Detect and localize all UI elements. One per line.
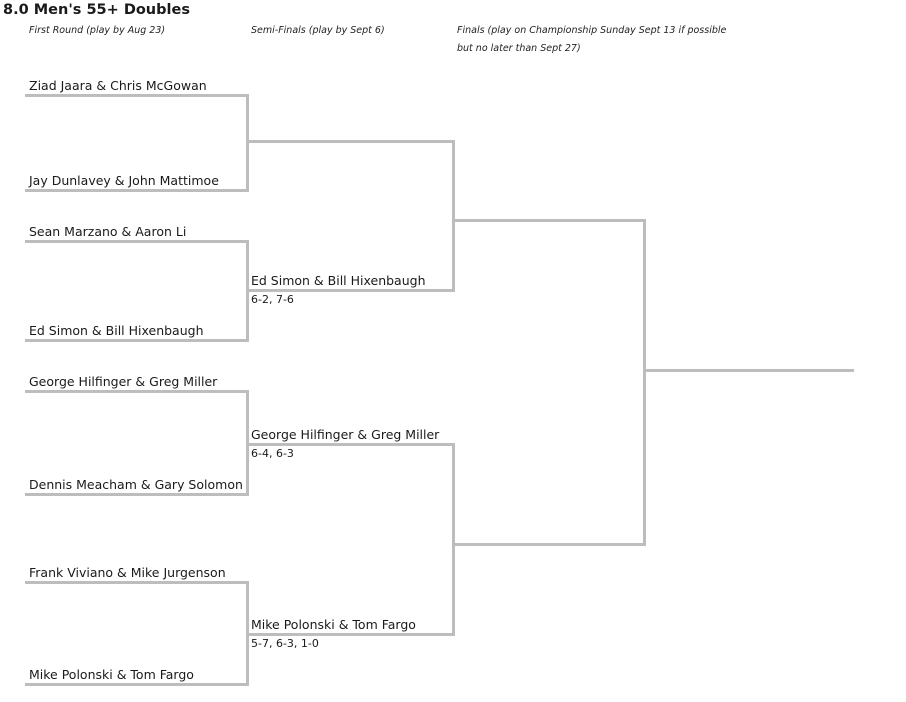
finals-header-line1: Finals (play on Championship Sunday Sept… [457, 25, 727, 36]
semi-slot-1 [246, 140, 455, 143]
connector-match-1 [246, 94, 249, 192]
semi-score-2: 6-2, 7-6 [251, 293, 294, 306]
first-round-team-4: Ed Simon & Bill Hixenbaugh [29, 323, 204, 338]
first-round-header: First Round (play by Aug 23) [29, 25, 166, 36]
first-round-team-1: Ziad Jaara & Chris McGowan [29, 78, 207, 93]
first-round-team-8: Mike Polonski & Tom Fargo [29, 667, 194, 682]
first-round-slot-3 [25, 240, 249, 243]
semi-score-3: 6-4, 6-3 [251, 447, 294, 460]
first-round-team-3: Sean Marzano & Aaron Li [29, 224, 187, 239]
semi-finals-header: Semi-Finals (play by Sept 6) [251, 25, 385, 36]
final-slot-2 [452, 543, 646, 546]
connector-semi-1 [452, 140, 455, 292]
semi-team-2: Ed Simon & Bill Hixenbaugh [251, 273, 426, 288]
first-round-team-7: Frank Viviano & Mike Jurgenson [29, 565, 226, 580]
first-round-slot-7 [25, 581, 249, 584]
semi-team-4: Mike Polonski & Tom Fargo [251, 617, 416, 632]
semi-team-3: George Hilfinger & Greg Miller [251, 427, 440, 442]
first-round-slot-5 [25, 390, 249, 393]
finals-header-line2: but no later than Sept 27) [457, 43, 581, 54]
bracket-title: 8.0 Men's 55+ Doubles [3, 2, 190, 18]
connector-final [643, 219, 646, 546]
first-round-team-6: Dennis Meacham & Gary Solomon [29, 477, 243, 492]
first-round-slot-2 [25, 189, 249, 192]
semi-slot-4 [246, 633, 455, 636]
final-slot-1 [452, 219, 646, 222]
semi-slot-2 [246, 289, 455, 292]
first-round-slot-4 [25, 339, 249, 342]
first-round-slot-8 [25, 683, 249, 686]
first-round-slot-6 [25, 493, 249, 496]
connector-semi-2 [452, 443, 455, 636]
semi-score-4: 5-7, 6-3, 1-0 [251, 637, 319, 650]
semi-slot-3 [246, 443, 455, 446]
first-round-team-5: George Hilfinger & Greg Miller [29, 374, 218, 389]
first-round-team-2: Jay Dunlavey & John Mattimoe [29, 173, 219, 188]
first-round-slot-1 [25, 94, 249, 97]
champion-slot [643, 369, 854, 372]
